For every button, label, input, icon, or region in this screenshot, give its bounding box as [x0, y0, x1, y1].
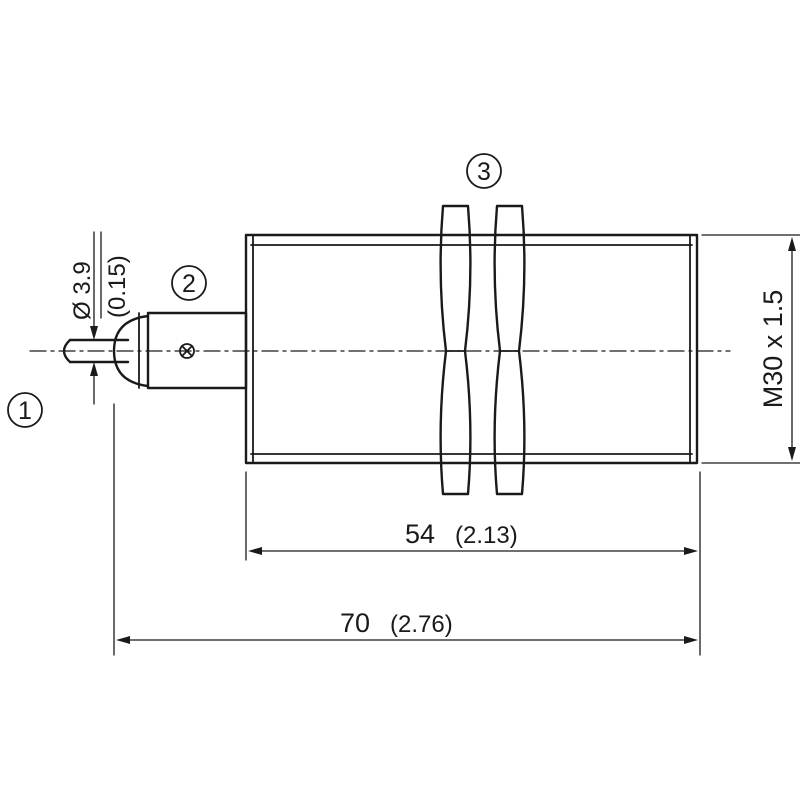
mounting-nut-2: [493, 204, 526, 496]
callout-2: 2: [171, 265, 207, 301]
cable-gland: [112, 314, 150, 388]
housing-length-mm: 54: [405, 519, 435, 549]
led-indicator-icon: [179, 343, 195, 359]
callout-1: 1: [7, 392, 43, 428]
dim-total-length: 70 (2.76): [113, 403, 701, 656]
total-length-mm: 70: [340, 608, 370, 638]
cable-break: [62, 338, 72, 364]
thread-label: M30 x 1.5: [758, 290, 788, 409]
callout-3-label: 3: [477, 158, 491, 186]
rear-cap-body: [146, 311, 248, 390]
housing-length-inch: (2.13): [455, 522, 518, 549]
callout-1-label: 1: [18, 397, 32, 425]
rear-cap: [112, 311, 248, 390]
dim-thread: M30 x 1.5: [701, 234, 800, 464]
total-length-inch: (2.76): [390, 611, 453, 638]
cable-diameter-mm: Ø 3.9: [69, 261, 96, 320]
callout-3: 3: [466, 153, 502, 189]
cable-diameter-inch: (0.15): [104, 255, 131, 318]
dim-cable-diameter: Ø 3.9 (0.15): [69, 231, 131, 405]
callout-2-label: 2: [182, 270, 196, 298]
mounting-nut-1: [439, 204, 472, 496]
dim-housing-length: 54 (2.13): [245, 471, 701, 561]
